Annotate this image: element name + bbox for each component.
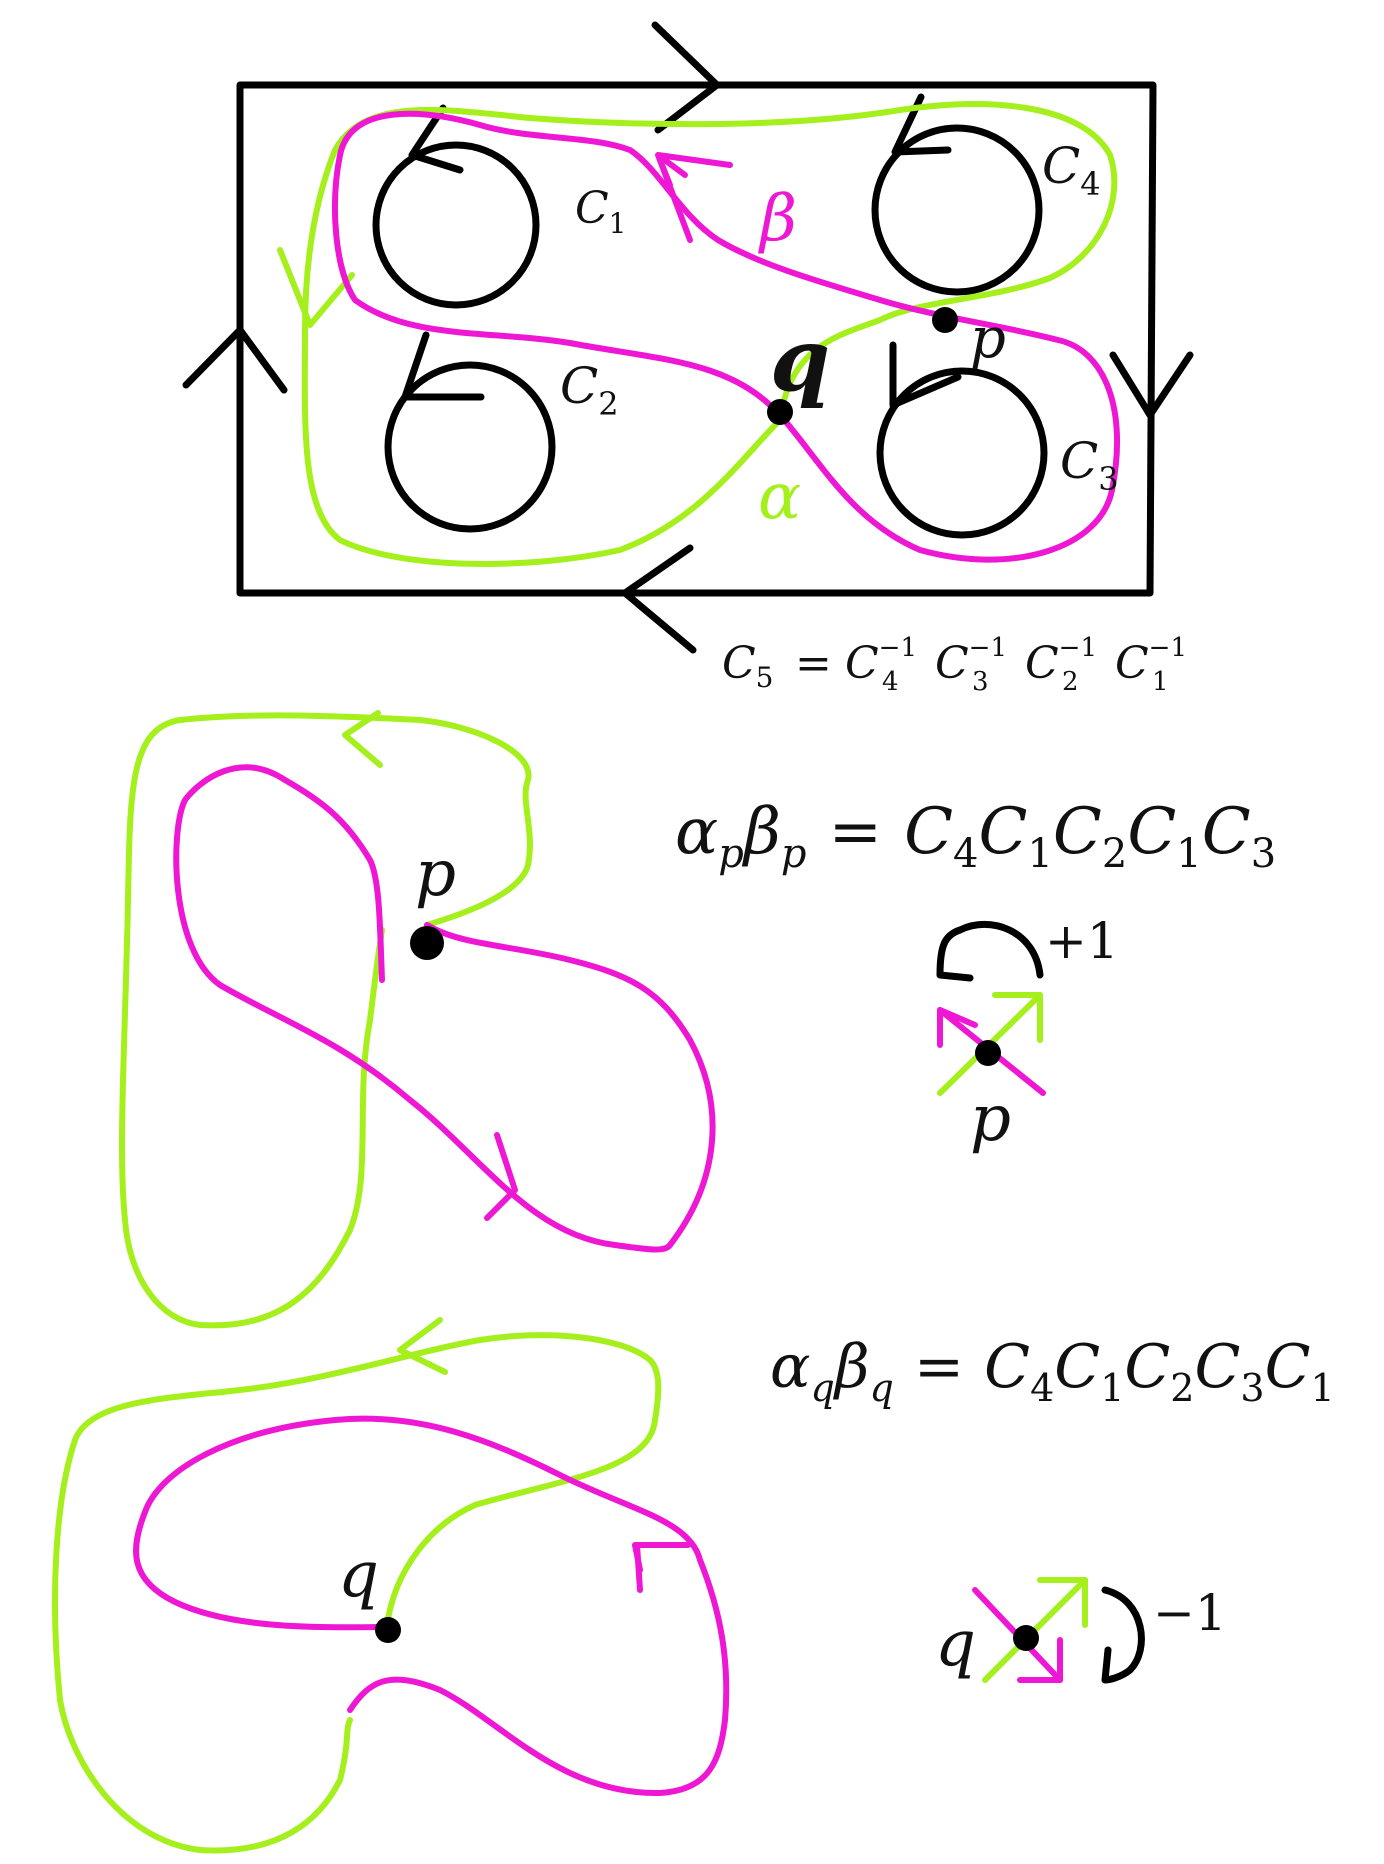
- top-figure: p q α β C1 C2 C3 C4 C5 = C−1 4 C−1: [182, 21, 1194, 697]
- beta-q-curve: [133, 1415, 730, 1797]
- c5-term-2-sub: 3: [972, 667, 989, 697]
- fundamental-rectangle: [236, 81, 1157, 597]
- c5-term-4: C−1: [1115, 633, 1187, 689]
- circle-c3: [876, 341, 1048, 539]
- point-q-label: q: [338, 1538, 379, 1612]
- alpha-label: α: [758, 460, 801, 534]
- alpha-q-beta-q-equation: αqβq=C4C1C2C3C1: [770, 1332, 1335, 1410]
- crossing-q-dot: [1013, 1625, 1039, 1651]
- crossing-q-label: q: [935, 1607, 976, 1681]
- c5-term-2: C−1: [935, 633, 1007, 689]
- alpha-orientation-arrow: [277, 247, 355, 328]
- crossing-p-label: p: [970, 1082, 1011, 1156]
- crossing-q-rotation-arrow: [1101, 1586, 1145, 1684]
- circle-c4: [871, 93, 1043, 296]
- crossing-q-beta-arrowhead: [1017, 1637, 1063, 1683]
- point-p-label: p: [970, 306, 1006, 371]
- c5-term-1-sub: 4: [882, 667, 899, 697]
- c5-relation: C5 = C−1 4 C−1 3 C−1 2 C−1 1: [722, 633, 1187, 697]
- circle-c4-label: C4: [1042, 137, 1101, 203]
- boundary-circle-c4: [871, 124, 1043, 296]
- point-q-dot: [767, 399, 793, 425]
- circle-c2: [384, 331, 556, 533]
- crossing-p-diagram: p +1: [936, 912, 1119, 1156]
- c5-lhs: C5: [722, 638, 774, 694]
- boundary-circle-c1: [372, 141, 540, 309]
- alpha-curve: [301, 101, 1118, 567]
- circle-c4-orientation-arrow: [891, 93, 952, 156]
- point-q-dot: [375, 1617, 401, 1643]
- alpha-p-beta-p-equation: αpβp=C4C1C2C1C3: [675, 795, 1276, 877]
- beta-orientation-arrow: [655, 152, 733, 243]
- circle-c3-label: C3: [1060, 432, 1119, 498]
- alpha-q-orientation-arrow: [397, 1317, 448, 1375]
- crossing-p-rotation-arrow: [936, 920, 1044, 982]
- boundary-circle-c3: [876, 367, 1048, 539]
- circle-c2-orientation-arrow: [401, 331, 485, 401]
- crossing-q-sign: −1: [1153, 1584, 1227, 1642]
- bottom-edge-arrow: [621, 544, 697, 654]
- c5-equals: =: [795, 638, 832, 689]
- middle-figure: p αpβp=C4C1C2C1C3 p +1: [119, 710, 1276, 1329]
- beta-q-orientation-arrow: [632, 1542, 691, 1593]
- beta-p-orientation-arrow: [484, 1132, 518, 1221]
- alpha-p-orientation-arrow: [342, 710, 383, 768]
- crossing-q-alpha-arrowhead: [1037, 1577, 1088, 1628]
- crossing-p-beta-arrowhead: [937, 1007, 978, 1048]
- beta-p-curve: [173, 764, 716, 1253]
- c5-term-3-sub: 2: [1062, 667, 1079, 697]
- circle-c2-label: C2: [560, 357, 619, 423]
- c5-term-3: C−1: [1025, 633, 1097, 689]
- alpha-q-curve: [52, 1332, 662, 1854]
- point-p-label: p: [415, 837, 456, 911]
- crossing-p-alpha-arrowhead: [992, 992, 1043, 1043]
- left-edge-arrow: [182, 326, 288, 394]
- circle-c1: [372, 104, 540, 309]
- point-p-dot: [932, 307, 958, 333]
- c5-term-1: C−1: [845, 633, 917, 689]
- point-q-label: q: [770, 310, 830, 411]
- beta-label: β: [758, 182, 797, 256]
- alpha-p-curve: [119, 712, 533, 1329]
- crossing-p-sign: +1: [1045, 912, 1119, 970]
- crossing-q-diagram: q −1: [935, 1577, 1227, 1684]
- circle-c1-orientation-arrow: [408, 104, 464, 174]
- circle-c1-label: C1: [575, 183, 627, 240]
- c5-term-4-sub: 1: [1152, 667, 1169, 697]
- right-edge-arrow: [1109, 351, 1194, 419]
- crossing-p-dot: [975, 1040, 1001, 1066]
- point-p-dot: [410, 926, 444, 960]
- boundary-circle-c2: [384, 361, 556, 533]
- top-edge-arrow: [651, 21, 721, 134]
- bottom-figure: q αqβq=C4C1C2C3C1 q −1: [52, 1317, 1335, 1854]
- circle-c3-orientation-arrow: [889, 341, 962, 409]
